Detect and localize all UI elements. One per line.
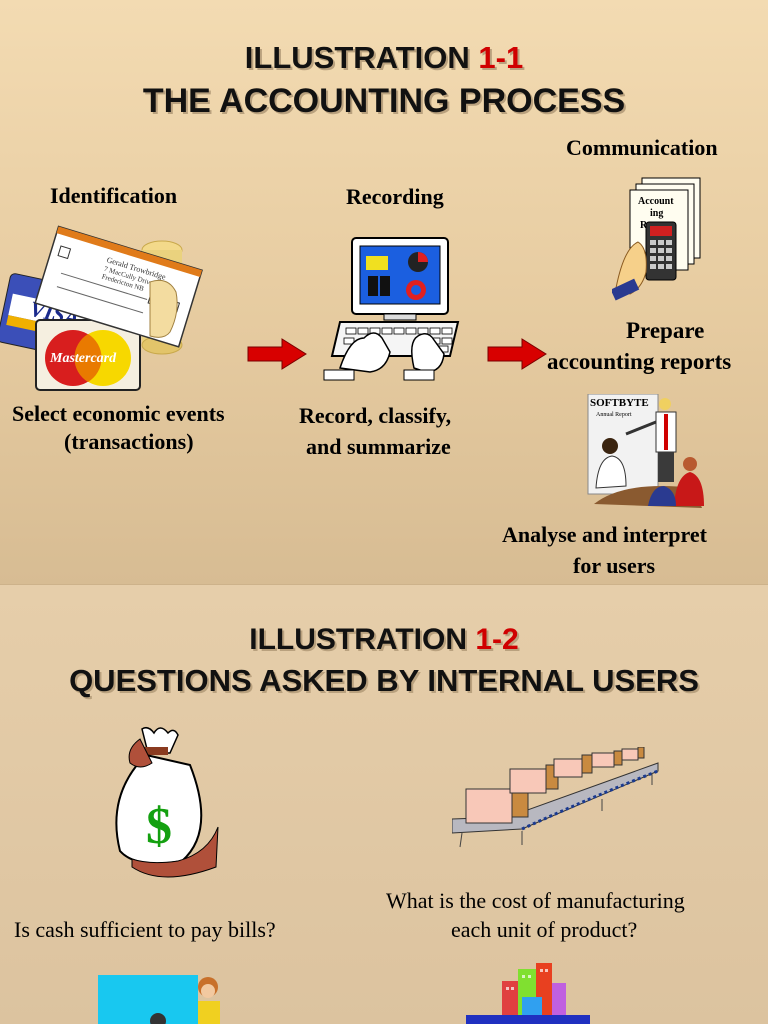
arrow-right-icon <box>486 338 548 370</box>
conveyor-belt-icon <box>452 747 662 851</box>
slide1-title-line1: ILLUSTRATION 1-1 <box>0 40 768 76</box>
report-text-line2: ing <box>650 208 663 219</box>
question-cost-line1: What is the cost of manufacturing <box>386 888 685 914</box>
slide2-title-number: 1-2 <box>475 623 518 656</box>
identification-heading: Identification <box>50 183 177 209</box>
slide2-title-subtitle: QUESTIONS ASKED BY INTERNAL USERS <box>0 663 768 699</box>
presentation-meeting-illustration: SOFTBYTE Annual Report <box>586 394 704 512</box>
slide2-title-prefix: ILLUSTRATION <box>249 623 475 656</box>
identification-caption-line2: (transactions) <box>64 429 194 455</box>
slide1-title-prefix: ILLUSTRATION <box>245 40 479 75</box>
question-cash: Is cash sufficient to pay bills? <box>14 917 276 943</box>
money-bag-icon: $ <box>112 725 222 883</box>
recording-heading: Recording <box>346 184 444 210</box>
communication-heading: Communication <box>566 135 718 161</box>
board-title: SOFTBYTE <box>590 397 649 409</box>
slide-internal-users-questions: ILLUSTRATION 1-2 QUESTIONS ASKED BY INTE… <box>0 585 768 1024</box>
communication-caption-line1: Prepare <box>626 318 704 344</box>
report-text-line1: Account <box>638 196 674 207</box>
slide1-title-number: 1-1 <box>478 40 523 75</box>
board-subtitle: Annual Report <box>596 412 632 418</box>
recording-caption-line1: Record, classify, <box>299 403 451 429</box>
arrow-right-icon <box>246 338 308 370</box>
slide2-title-line1: ILLUSTRATION 1-2 <box>0 623 768 657</box>
office-worker-icon <box>98 973 228 1024</box>
communication-caption-line2: accounting reports <box>547 349 731 375</box>
communication-caption-line3: Analyse and interpret <box>502 522 707 548</box>
slide1-title-subtitle: THE ACCOUNTING PROCESS <box>0 82 768 121</box>
check-and-credit-cards-illustration: VISA Mastercard Gerald Trowbridge 7 MacC… <box>0 222 215 400</box>
mastercard-label: Mastercard <box>49 351 117 366</box>
computer-typing-illustration <box>322 236 462 382</box>
question-cost-line2: each unit of product? <box>451 917 637 943</box>
accounting-reports-illustration: Account ing Reports <box>612 176 704 308</box>
slide-accounting-process: ILLUSTRATION 1-1 THE ACCOUNTING PROCESS … <box>0 0 768 585</box>
identification-caption-line1: Select economic events <box>12 401 225 427</box>
city-buildings-icon <box>466 961 590 1024</box>
dollar-sign: $ <box>146 798 172 855</box>
communication-caption-line4: for users <box>573 553 655 579</box>
recording-caption-line2: and summarize <box>306 434 451 460</box>
